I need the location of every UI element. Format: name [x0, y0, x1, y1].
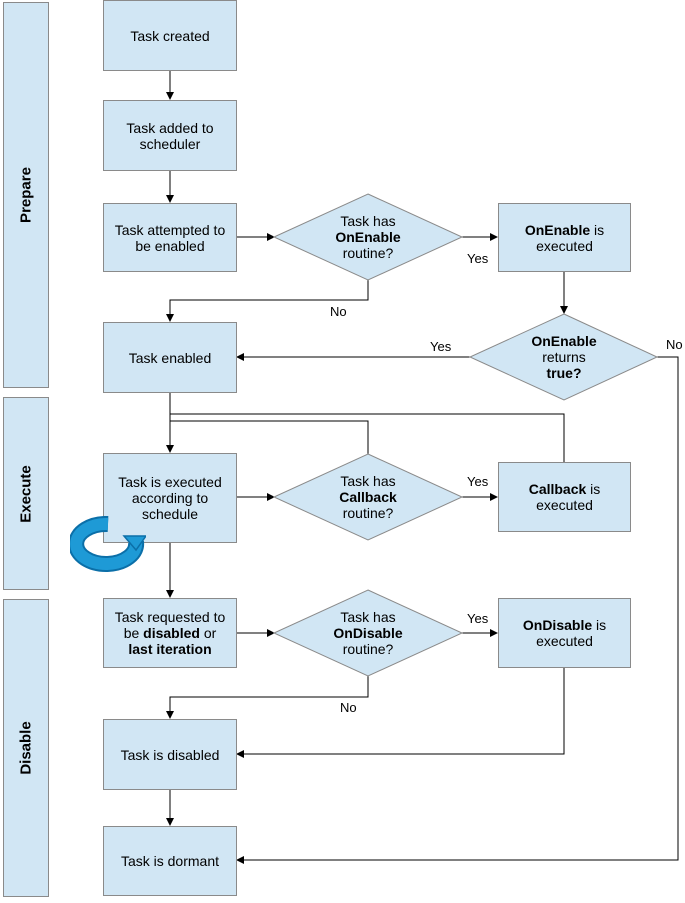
edge-returns-no [236, 356, 679, 864]
bold-text: true? [546, 365, 582, 381]
bold-text: OnEnable [524, 221, 591, 238]
bold-text: last iteration [128, 641, 212, 657]
box-text: Task created [130, 27, 210, 44]
label-yes-returns: Yes [430, 339, 452, 354]
phase-band-disable: Disable [3, 599, 49, 897]
bold-text: Callback [528, 481, 587, 497]
box-text: Task enabled [128, 349, 212, 366]
bold-text: OnDisable [333, 625, 403, 641]
label-no-returns: No [666, 337, 683, 352]
box-task-enabled: Task enabled [103, 322, 237, 393]
box-text: Task requested to be [114, 609, 226, 641]
decision-onenable-returns-true [468, 313, 659, 401]
box-text: Task added to scheduler [126, 119, 214, 152]
box-task-disabled: Task is disabled [103, 719, 237, 790]
label-yes-ondisable: Yes [467, 611, 489, 626]
label-no-ondisable: No [340, 700, 357, 715]
box-task-requested: Task requested to be disabled or last it… [103, 598, 237, 668]
phase-band-execute: Execute [3, 397, 49, 590]
box-text: is executed [536, 221, 605, 254]
edge-no-callback-loop [170, 420, 369, 454]
box-task-added: Task added to scheduler [103, 100, 237, 171]
phase-band-prepare: Prepare [3, 2, 49, 388]
decision-line: Task has [340, 609, 396, 625]
decision-line: routine? [342, 505, 394, 521]
decision-line: returns [542, 349, 586, 365]
phase-label-execute: Execute [17, 464, 35, 523]
label-yes-onenable: Yes [467, 251, 489, 266]
edge-callback-loop [170, 413, 565, 462]
box-callback-executed: Callback is executed [498, 462, 631, 532]
bold-text: OnEnable [335, 229, 401, 245]
box-text: Task is disabled [120, 746, 220, 763]
decision-text-has-ondisable: Task has OnDisable routine? [333, 609, 402, 657]
bold-text: disabled [143, 625, 200, 641]
box-text: Task attempted to be enabled [114, 221, 226, 254]
box-ondisable-executed: OnDisable is executed [498, 598, 631, 668]
box-task-attempted: Task attempted to be enabled [103, 203, 237, 272]
box-task-created: Task created [103, 0, 237, 71]
box-text: Task is executed according to schedule [118, 474, 222, 522]
box-task-dormant: Task is dormant [103, 826, 237, 896]
box-text: Task is dormant [120, 853, 220, 869]
box-text: or [199, 625, 217, 641]
phase-label-disable: Disable [17, 721, 35, 775]
decision-text-has-onenable: Task has OnEnable routine? [335, 213, 400, 261]
cycle-arrow-icon [70, 516, 146, 572]
decision-has-ondisable [272, 589, 464, 677]
decision-text-onenable-returns: OnEnable returns true? [531, 333, 596, 381]
label-yes-callback: Yes [467, 474, 489, 489]
edge-has-onenable-no [166, 280, 369, 322]
decision-has-onenable [272, 193, 464, 281]
box-text: is executed [536, 481, 601, 513]
box-text: is executed [536, 617, 607, 649]
edge-ondisable-to-disabled [236, 668, 565, 758]
decision-line: Task has [340, 213, 396, 229]
box-onenable-executed: OnEnable is executed [498, 203, 631, 272]
decision-line: routine? [342, 245, 394, 261]
label-no-onenable: No [330, 304, 347, 319]
box-task-executed: Task is executed according to schedule [103, 453, 237, 543]
decision-has-callback [272, 453, 464, 541]
edge-has-ondisable-no [166, 676, 369, 719]
bold-text: OnDisable [522, 617, 593, 633]
decision-line: routine? [342, 641, 394, 657]
bold-text: OnEnable [531, 333, 597, 349]
bold-text: Callback [339, 489, 397, 505]
decision-line: Task has [340, 473, 396, 489]
decision-text-has-callback: Task has Callback routine? [339, 473, 397, 521]
phase-label-prepare: Prepare [17, 167, 35, 223]
